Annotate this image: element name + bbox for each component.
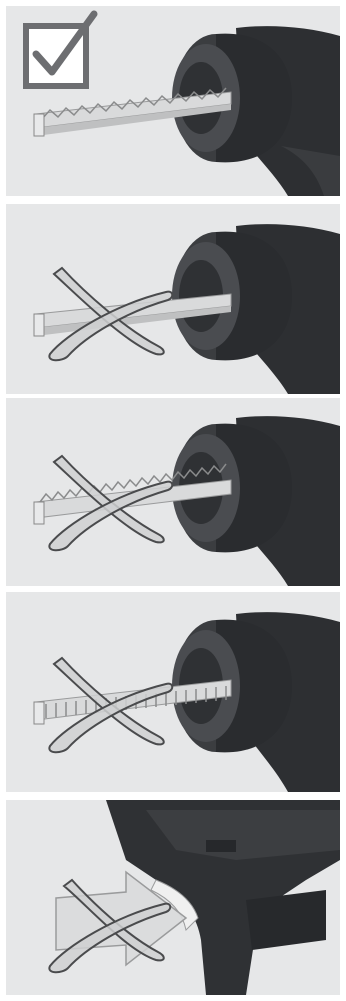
panel-incorrect-handle-insertion — [6, 800, 340, 995]
tool-head — [172, 612, 340, 792]
panel-incorrect-teeth-up — [6, 398, 340, 586]
panel-incorrect-plain-bar — [6, 204, 340, 394]
panel-incorrect-teeth-sideways — [6, 592, 340, 792]
tool-head — [172, 416, 340, 586]
panel-correct-insertion — [6, 6, 340, 196]
checkmark-box-icon — [26, 14, 94, 86]
